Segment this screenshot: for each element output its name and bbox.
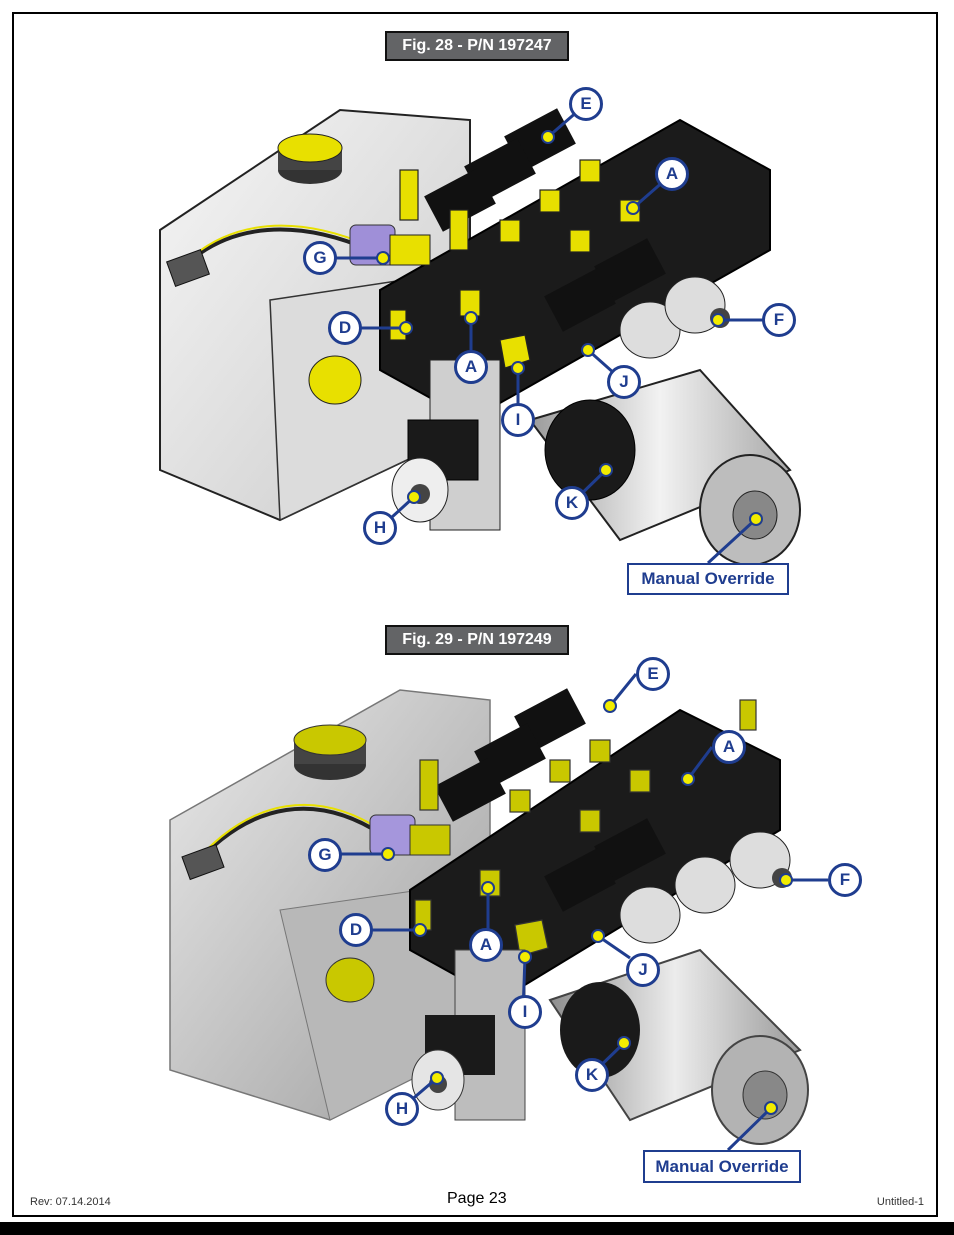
- fig29-callout-i: I: [508, 995, 542, 1029]
- fig28-callout-a-top: A: [655, 157, 689, 191]
- footer-page-number: Page 23: [447, 1190, 507, 1207]
- footer-revision: Rev: 07.14.2014: [30, 1196, 111, 1208]
- fig29-callout-f: F: [828, 863, 862, 897]
- fig28-callout-k: K: [555, 486, 589, 520]
- figure-28-pump-illustration: [159, 108, 801, 566]
- figure-29-title: Fig. 29 - P/N 197249: [385, 625, 569, 655]
- fig28-callout-g: G: [303, 241, 337, 275]
- fig29-callout-a-top: A: [712, 730, 746, 764]
- fig28-callout-j: J: [607, 365, 641, 399]
- fig29-callout-d: D: [339, 913, 373, 947]
- figure-29-leader-lines: [341, 673, 828, 1152]
- fig28-manual-override-label: Manual Override: [627, 563, 789, 595]
- fig29-callout-h: H: [385, 1092, 419, 1126]
- fig29-callout-a-bottom: A: [469, 928, 503, 962]
- fig28-callout-h: H: [363, 511, 397, 545]
- footer-file-name: Untitled-1: [876, 1196, 924, 1208]
- fig28-callout-a-bottom: A: [454, 350, 488, 384]
- fig29-callout-k: K: [575, 1058, 609, 1092]
- fig29-callout-j: J: [626, 953, 660, 987]
- fig28-callout-e: E: [569, 87, 603, 121]
- fig28-callout-f: F: [762, 303, 796, 337]
- fig28-callout-i: I: [501, 403, 535, 437]
- fig29-callout-e: E: [636, 657, 670, 691]
- page-bottom-bar: [0, 1222, 954, 1235]
- figure-28-title: Fig. 28 - P/N 197247: [385, 31, 569, 61]
- fig29-manual-override-label: Manual Override: [643, 1150, 801, 1183]
- fig28-callout-d: D: [328, 311, 362, 345]
- fig29-callout-g: G: [308, 838, 342, 872]
- figure-28-leader-lines: [320, 102, 779, 565]
